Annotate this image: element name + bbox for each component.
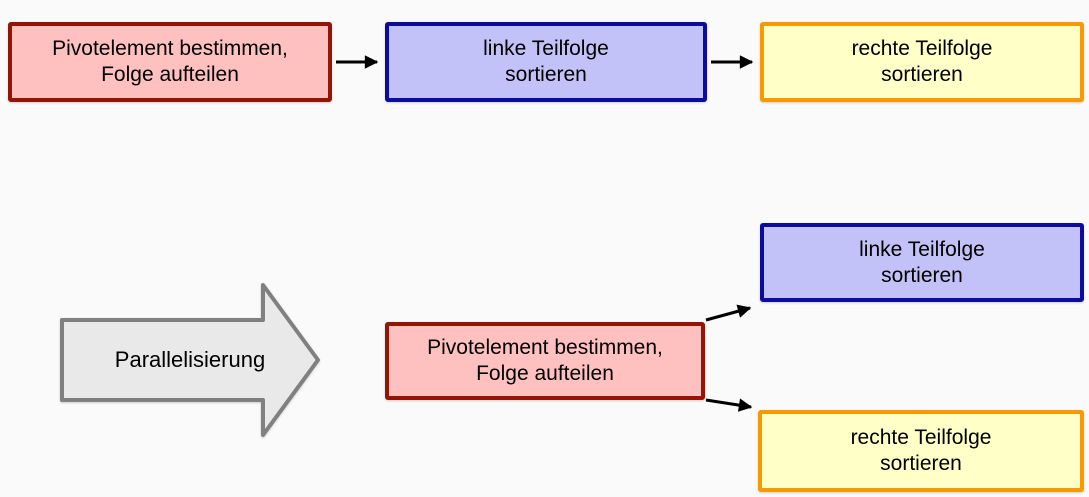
box-sequential-pivot-label: Pivotelement bestimmen, Folge aufteilen [52, 37, 288, 86]
box-parallel-left-sort-label: linke Teilfolge sortieren [859, 237, 985, 287]
box-sequential-right-sort: rechte Teilfolge sortieren [760, 22, 1084, 102]
box-parallel-pivot: Pivotelement bestimmen, Folge aufteilen [385, 322, 705, 400]
box-parallel-pivot-label: Pivotelement bestimmen, Folge aufteilen [427, 336, 663, 385]
arrow-par-pivot-to-right [705, 398, 753, 412]
box-sequential-right-sort-label: rechte Teilfolge sortieren [851, 37, 993, 86]
box-parallel-right-sort-label: rechte Teilfolge sortieren [850, 426, 992, 475]
parallelization-label: Parallelisierung [114, 347, 266, 372]
box-parallel-right-sort: rechte Teilfolge sortieren [758, 410, 1084, 492]
box-sequential-pivot: Pivotelement bestimmen, Folge aufteilen [8, 22, 332, 102]
box-parallel-left-sort: linke Teilfolge sortieren [760, 223, 1084, 302]
arrow-par-pivot-to-left [705, 304, 752, 322]
box-sequential-left-sort-label: linke Teilfolge sortieren [483, 37, 609, 86]
box-sequential-left-sort: linke Teilfolge sortieren [385, 22, 707, 102]
